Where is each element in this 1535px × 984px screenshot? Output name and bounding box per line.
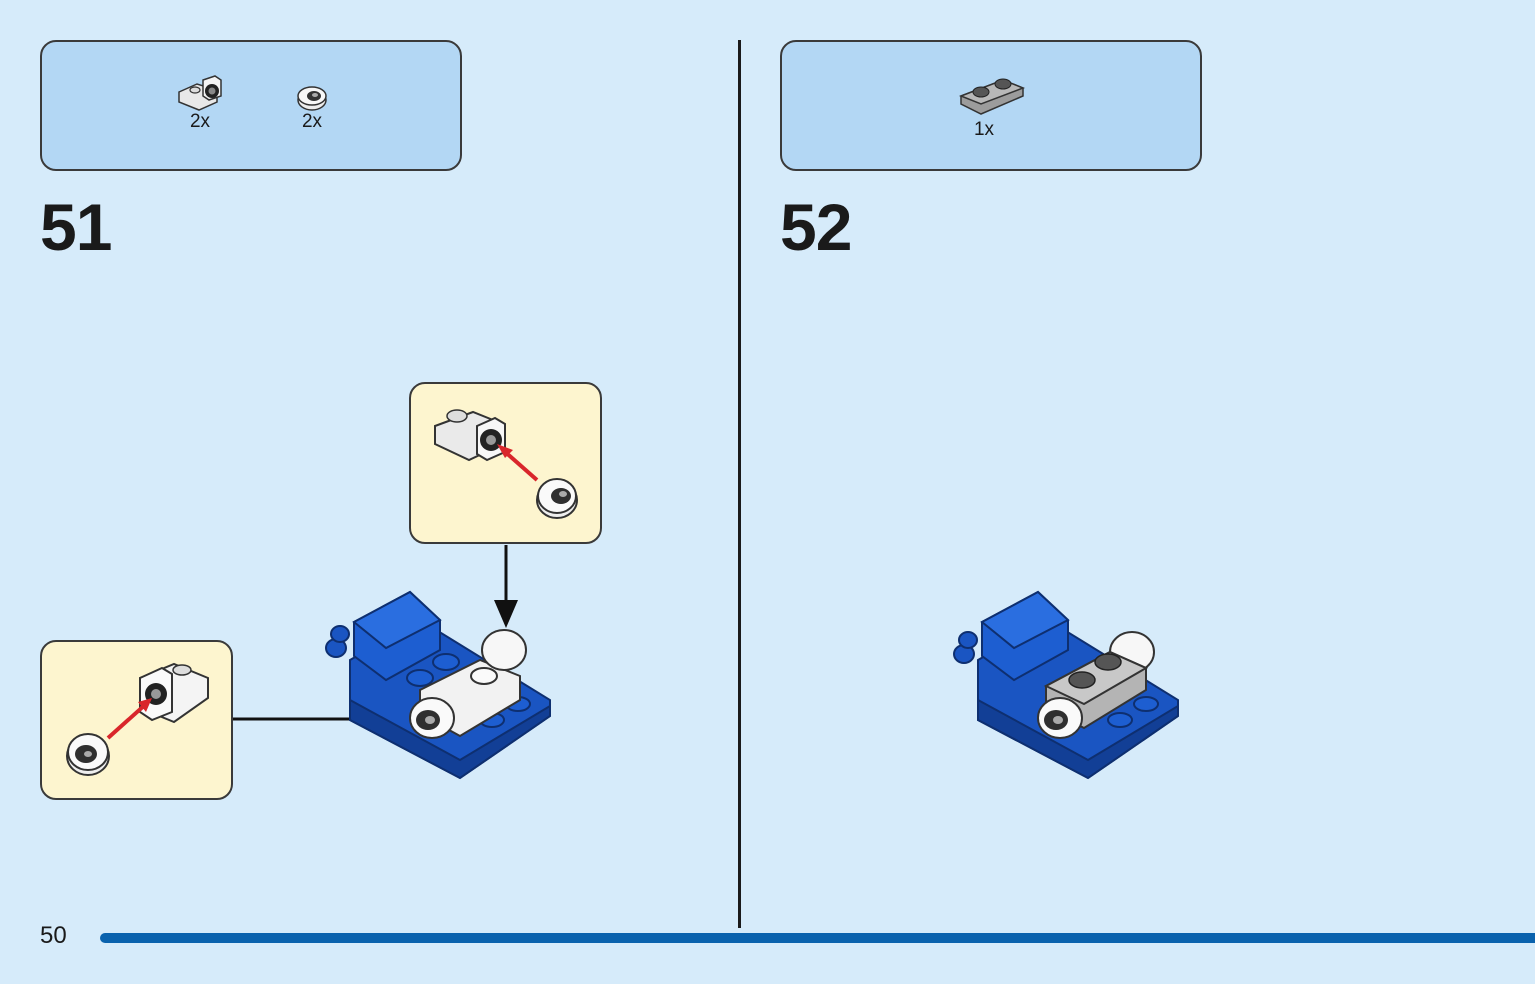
gray-plate-1x2-icon (958, 78, 1026, 115)
part-qty: 1x (973, 119, 995, 140)
part-qty: 2x (301, 111, 323, 132)
step-number-51: 51 (40, 190, 112, 264)
step-number-52: 52 (780, 190, 852, 264)
bracket-attach-illustration (66, 662, 209, 776)
pointer-arrow-down (494, 545, 518, 628)
parts-list-step-52: 1x (780, 40, 1202, 171)
progress-bar (100, 933, 1535, 943)
model-step-52 (953, 590, 1179, 780)
step-divider (738, 40, 741, 928)
round-tile-eye-icon (297, 86, 327, 111)
part-round-tile: 2x (292, 84, 332, 132)
callout-right-side (409, 382, 602, 544)
bracket-with-round-tile-icon (178, 75, 222, 111)
parts-list-step-51: 2x 2x (40, 40, 462, 171)
part-gray-plate: 1x (954, 72, 1030, 140)
page-number: 50 (40, 922, 67, 949)
bracket-attach-illustration (434, 409, 578, 519)
part-bracket: 2x (170, 74, 230, 132)
part-qty: 2x (189, 111, 211, 132)
callout-left-side (40, 640, 233, 800)
model-step-51 (325, 590, 551, 780)
